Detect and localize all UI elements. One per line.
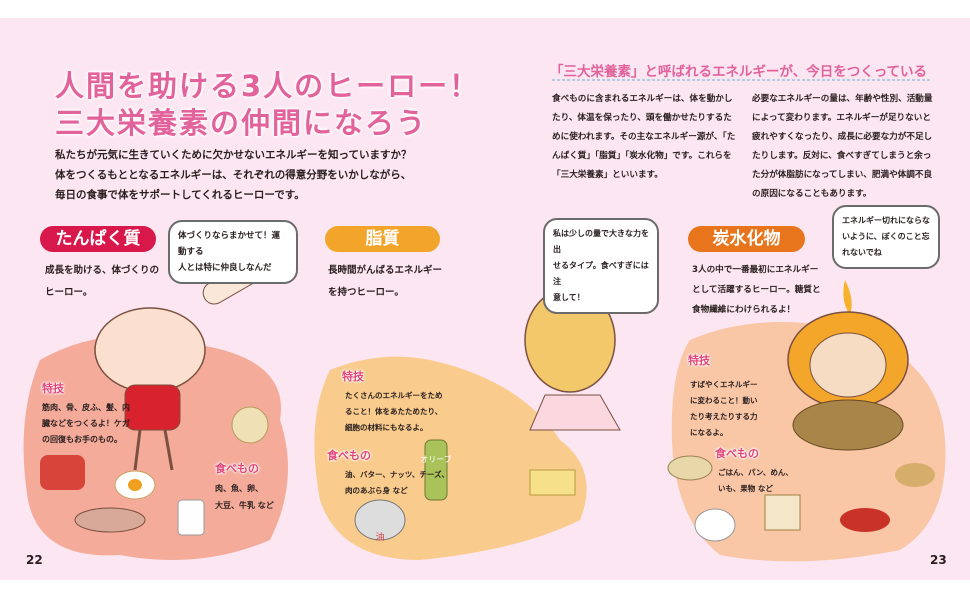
para-line: たりします。反対に、食べすぎてしまうと余っ bbox=[752, 151, 932, 161]
oil-jar bbox=[354, 499, 406, 541]
carb-speech-bubble: エネルギー切れにならな いように、ぼくのこと忘 れないでね bbox=[832, 205, 940, 269]
fat-label: 脂質 bbox=[325, 226, 440, 252]
carb-food-label: 食べもの bbox=[715, 447, 759, 460]
page-number-right: 23 bbox=[930, 553, 947, 567]
intro-line: 毎日の食事で体をサポートしてくれるヒーローです。 bbox=[55, 189, 305, 201]
protein-food-label: 食べもの bbox=[215, 462, 259, 475]
food-line: 肉、魚、卵、 bbox=[215, 484, 263, 493]
protein-skill-text: 筋肉、骨、皮ふ、髪、内 臓などをつくるよ！ケガ の回復もお手のもの。 bbox=[42, 400, 130, 448]
skill-line: たくさんのエネルギーをため bbox=[345, 391, 443, 400]
food-line: 油、バター、ナッツ、チーズ、 bbox=[345, 470, 449, 479]
fat-desc: 長時間がんばるエネルギー を持つヒーロー。 bbox=[328, 260, 442, 304]
intro-line: 私たちが元気に生きていくために欠かせないエネルギーを知っていますか？ bbox=[55, 149, 412, 161]
fat-hero-dress bbox=[529, 394, 621, 431]
olive-oil-bottle bbox=[424, 439, 448, 501]
bubble-line: 私は少しの量で大きな力を出 bbox=[553, 229, 649, 254]
intro-text: 私たちが元気に生きていくために欠かせないエネルギーを知っていますか？ 体をつくる… bbox=[55, 145, 411, 205]
sweet-potato-illustration bbox=[840, 508, 890, 532]
butter-illustration bbox=[529, 469, 576, 496]
section-heading: 「三大栄養素」と呼ばれるエネルギーが、今日をつくっている bbox=[550, 64, 928, 80]
bubble-line: せるタイプ。食べすぎには注 bbox=[553, 261, 649, 286]
meat-illustration bbox=[40, 455, 85, 490]
desc-line: 食物繊維にわけられるよ！ bbox=[692, 305, 796, 315]
skill-line: すばやくエネルギー bbox=[690, 380, 758, 389]
soybeans-illustration bbox=[231, 406, 269, 444]
rice-bowl bbox=[667, 455, 713, 481]
noodle-bowl bbox=[694, 508, 736, 542]
skill-line: 臓などをつくるよ！ケガ bbox=[42, 419, 130, 428]
para-line: 必要なエネルギーの量は、年齢や性別、活動量 bbox=[752, 94, 933, 104]
jar-label: 油 bbox=[375, 531, 384, 543]
skill-line: 筋肉、骨、皮ふ、髪、内 bbox=[42, 403, 130, 412]
desc-line: 3人の中で一番最初にエネルギー bbox=[692, 265, 819, 275]
skill-line: になるよ。 bbox=[690, 428, 728, 437]
skill-line: ること！体をあたためたり、 bbox=[345, 407, 443, 416]
fish-illustration bbox=[74, 507, 146, 533]
bubble-line: れないでね bbox=[842, 248, 882, 257]
fat-speech-bubble: 私は少しの量で大きな力を出 せるタイプ。食べすぎには注 意して！ bbox=[543, 218, 659, 314]
bubble-line: 意して！ bbox=[553, 293, 585, 302]
page-number-left: 22 bbox=[26, 553, 43, 567]
fat-food-label: 食べもの bbox=[327, 449, 371, 462]
food-line: ごはん、パン、めん、 bbox=[718, 468, 793, 477]
bubble-line: いように、ぼくのこと忘 bbox=[842, 232, 930, 241]
para-line: によって変わります。エネルギーが足りないと bbox=[752, 113, 931, 123]
fat-skill-text: たくさんのエネルギーをため ること！体をあたためたり、 細胞の材料にもなるよ。 bbox=[345, 388, 443, 436]
skill-line: 細胞の材料にもなるよ。 bbox=[345, 423, 428, 432]
para-line: 疲れやすくなったり、成長に必要な力が不足し bbox=[752, 132, 933, 142]
desc-line: ヒーロー。 bbox=[45, 287, 93, 298]
milk-illustration bbox=[177, 499, 205, 536]
food-line: 大豆、牛乳 など bbox=[215, 501, 274, 510]
desc-line: 成長を助ける、体づくりの bbox=[45, 265, 160, 276]
carb-hero-body bbox=[792, 399, 904, 451]
carb-desc: 3人の中で一番最初にエネルギー として活躍するヒーロー。糖質と 食物繊維にわけら… bbox=[692, 260, 821, 320]
protein-hero-head bbox=[94, 307, 206, 393]
para-line: 「三大栄養素」といいます。 bbox=[552, 170, 663, 180]
bubble-line: 人とは特に仲良しなんだ bbox=[178, 263, 272, 273]
protein-speech-bubble: 体づくりならまかせて！運動する 人とは特に仲良しなんだ bbox=[168, 220, 298, 284]
bread-illustration bbox=[764, 494, 801, 531]
page-title-line1: 人間を助ける3人のヒーロー！ bbox=[55, 69, 481, 103]
para-line: めに使われます。その主なエネルギー源が、「た bbox=[552, 132, 736, 142]
intro-line: 体をつくるもととなるエネルギーは、それぞれの得意分野をいかしながら、 bbox=[55, 169, 412, 181]
desc-line: 長時間がんばるエネルギー bbox=[328, 265, 443, 276]
food-line: 肉のあぶら身 など bbox=[345, 486, 408, 495]
bottle-label: オリーブ bbox=[420, 454, 452, 464]
para-line: たり、体温を保ったり、頭を働かせたりするた bbox=[552, 113, 732, 123]
carb-label: 炭水化物 bbox=[688, 226, 805, 252]
potato-illustration bbox=[895, 463, 935, 487]
para-line: の原因になることもあります。 bbox=[752, 189, 872, 199]
flame-illustration bbox=[843, 280, 852, 315]
para-line: た分が体脂肪になってしまい、肥満や体調不良 bbox=[752, 170, 933, 180]
bubble-line: エネルギー切れにならな bbox=[842, 216, 930, 225]
fat-skill-label: 特技 bbox=[342, 370, 364, 383]
paragraph-col1: 食べものに含まれるエネルギーは、体を動かし たり、体温を保ったり、頭を働かせたり… bbox=[552, 90, 742, 185]
skill-line: に変わること！動い bbox=[690, 396, 758, 405]
fat-food-text: 油、バター、ナッツ、チーズ、 肉のあぶら身 など bbox=[345, 467, 449, 499]
carb-food-text: ごはん、パン、めん、 いも、果物 など bbox=[718, 465, 793, 497]
skill-line: たり考えたりする力 bbox=[690, 412, 758, 421]
protein-food-text: 肉、魚、卵、 大豆、牛乳 など bbox=[215, 480, 274, 514]
para-line: んぱく質」「脂質」「炭水化物」です。これらを bbox=[552, 151, 732, 161]
desc-line: を持つヒーロー。 bbox=[328, 287, 404, 298]
skill-line: の回復もお手のもの。 bbox=[42, 435, 122, 444]
paragraph-col2: 必要なエネルギーの量は、年齢や性別、活動量 によって変わります。エネルギーが足り… bbox=[752, 90, 942, 204]
para-line: 食べものに含まれるエネルギーは、体を動かし bbox=[552, 94, 733, 104]
protein-desc: 成長を助ける、体づくりの ヒーロー。 bbox=[45, 260, 159, 304]
food-line: いも、果物 など bbox=[718, 484, 773, 493]
carb-skill-text: すばやくエネルギー に変わること！動い たり考えたりする力 になるよ。 bbox=[690, 377, 758, 441]
bubble-line: 体づくりならまかせて！運動する bbox=[178, 231, 281, 257]
carb-skill-label: 特技 bbox=[688, 354, 710, 367]
protein-skill-label: 特技 bbox=[42, 382, 64, 395]
page-title-line2: 三大栄養素の仲間になろう bbox=[55, 106, 428, 140]
protein-blob bbox=[23, 335, 288, 560]
protein-hero-body bbox=[124, 384, 181, 431]
desc-line: として活躍するヒーロー。糖質と bbox=[692, 285, 821, 295]
protein-label: たんぱく質 bbox=[40, 226, 156, 252]
